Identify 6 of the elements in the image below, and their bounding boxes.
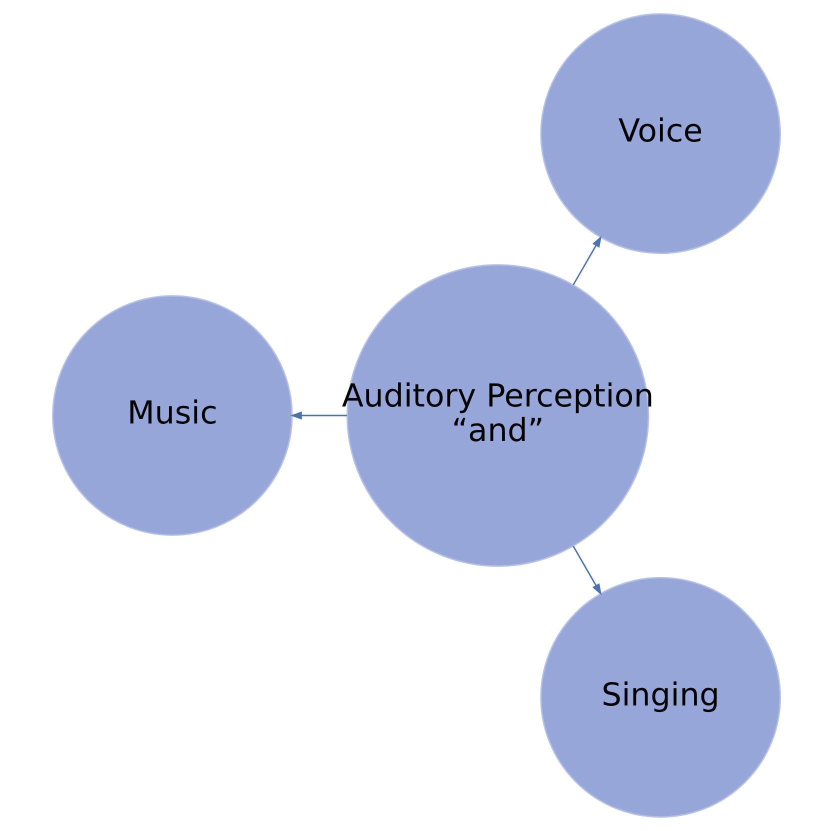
node-circle: Music — [52, 295, 293, 536]
arrow — [572, 546, 602, 596]
node-circle: Voice — [540, 13, 781, 254]
arrow — [290, 411, 348, 420]
arrow — [572, 236, 602, 286]
node-circle: Singing — [540, 576, 781, 818]
